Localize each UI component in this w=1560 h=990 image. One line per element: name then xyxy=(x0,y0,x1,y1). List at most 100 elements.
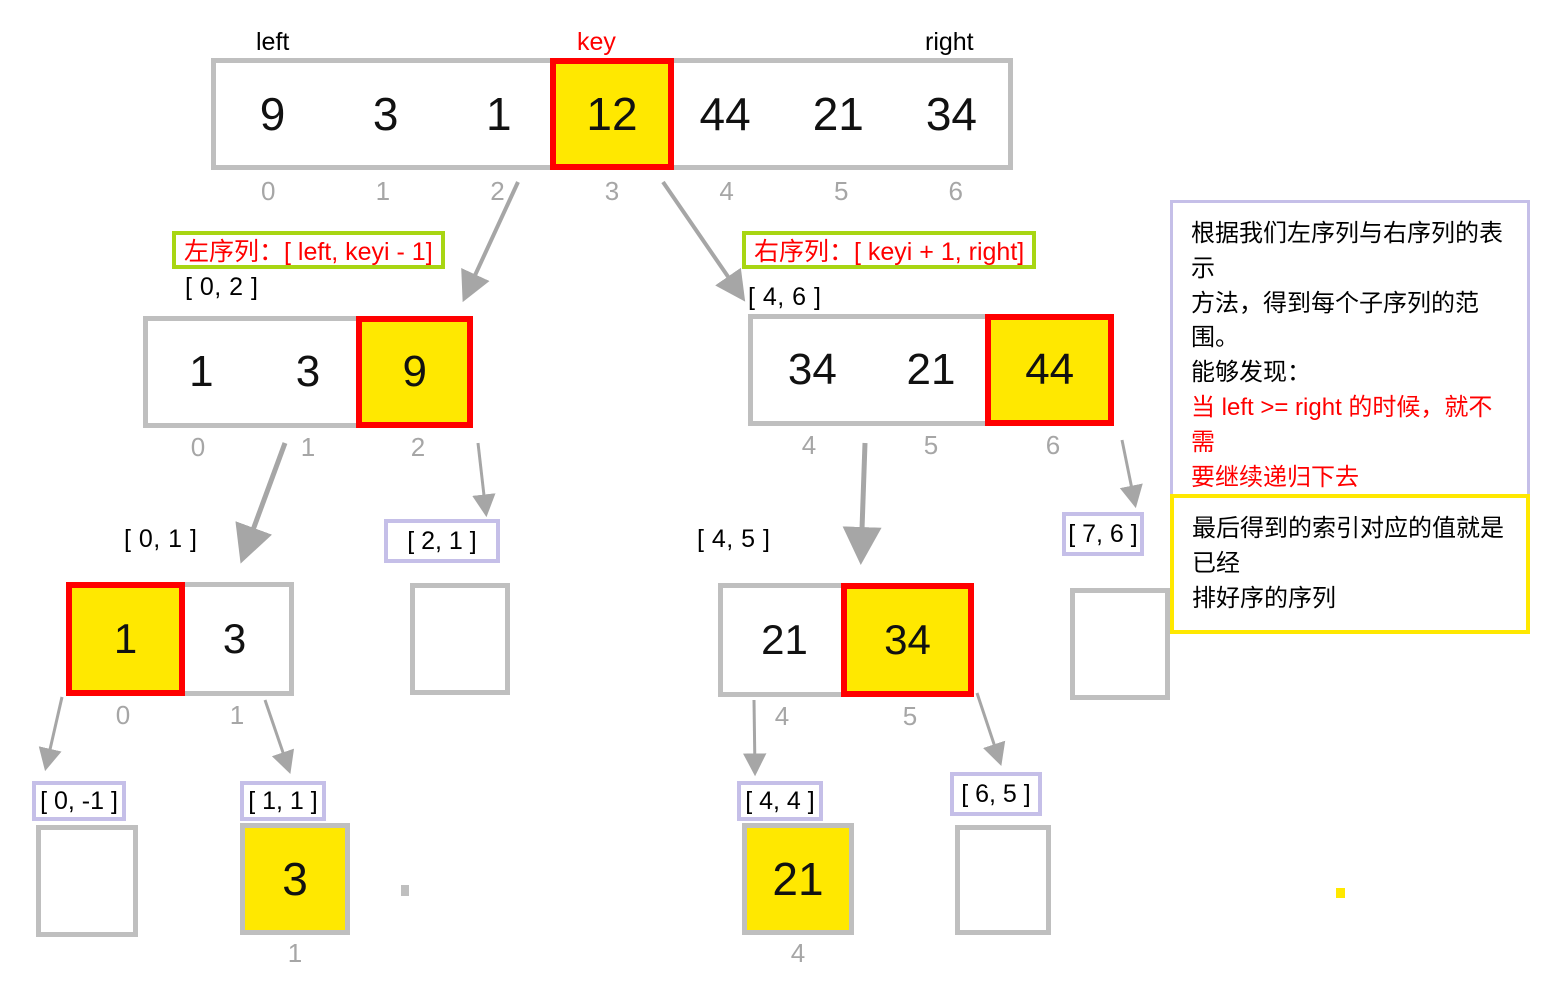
note-rule-line3: 能够发现： xyxy=(1191,359,1311,387)
range-box-level4-d: [ 6, 5 ] xyxy=(950,772,1042,816)
array-index-label: 1 xyxy=(300,432,316,462)
array-cell-value: 21 xyxy=(772,853,824,905)
note-rule-line2: 方法，得到每个子序列的范围。 xyxy=(1191,289,1479,352)
array-cell[interactable]: 1 xyxy=(148,321,255,423)
range-box-level4-c-text: [ 4, 4 ] xyxy=(745,786,815,815)
range-box-level3-left-empty: [ 2, 1 ] xyxy=(384,519,500,563)
arrow-l2l-to-l3l xyxy=(235,442,288,564)
note-rule-line1: 根据我们左序列与右序列的表示 xyxy=(1191,220,1503,282)
index-row-level4-c: 4 xyxy=(742,940,854,966)
array-cell[interactable]: 3 xyxy=(255,321,362,423)
array-cell-value: 21 xyxy=(812,88,864,140)
note-result: 最后得到的索引对应的值就是已经 排好序的序列 xyxy=(1170,494,1530,635)
array-index-label: 5 xyxy=(923,430,939,460)
array-cell[interactable]: 44 xyxy=(986,315,1114,425)
empty-array-level3-left[interactable] xyxy=(410,583,510,695)
stray-yellow-mark xyxy=(1336,888,1345,898)
array-cell[interactable]: 9 xyxy=(357,317,473,427)
array-cell-value: 34 xyxy=(925,88,977,140)
empty-array-level3-right[interactable] xyxy=(1070,588,1170,700)
array-level4-c[interactable]: 21 xyxy=(742,823,854,935)
arrow-l3l-to-l4a xyxy=(38,696,64,772)
array-cell-value: 34 xyxy=(787,345,837,394)
empty-array-level4-a[interactable] xyxy=(36,825,138,937)
arrow-l2r-to-l3r xyxy=(842,442,882,565)
array-index-label: 4 xyxy=(774,701,790,731)
right-sequence-formula-text: 右序列：[ keyi + 1, right] xyxy=(754,238,1025,266)
range-box-level4-b-text: [ 1, 1 ] xyxy=(248,786,318,815)
array-cell[interactable]: 34 xyxy=(895,63,1008,165)
range-level3-right: [ 4, 5 ] xyxy=(697,525,771,553)
array-cell[interactable]: 34 xyxy=(753,319,872,421)
array-cell[interactable]: 9 xyxy=(216,63,329,165)
array-cell[interactable]: 44 xyxy=(669,63,782,165)
array-cell[interactable]: 1 xyxy=(67,583,184,695)
array-index-label: 0 xyxy=(190,432,206,462)
array-index-label: 6 xyxy=(948,176,963,206)
array-index-label: 5 xyxy=(833,176,849,206)
array-cell-value: 3 xyxy=(372,88,399,140)
array-index-label: 0 xyxy=(261,176,276,206)
array-cell[interactable]: 21 xyxy=(723,588,846,692)
array-index-label: 4 xyxy=(719,176,734,206)
range-level3-left: [ 0, 1 ] xyxy=(124,525,198,553)
range-box-level4-c: [ 4, 4 ] xyxy=(737,781,823,821)
array-index-label: 4 xyxy=(801,430,817,460)
note-result-line1: 最后得到的索引对应的值就是已经 xyxy=(1192,515,1504,577)
note-rule-line4: 当 left >= right 的时候，就不需 xyxy=(1191,393,1493,456)
arrow-l2l-to-l3l-empty xyxy=(472,442,496,518)
range-box-level4-a-text: [ 0, -1 ] xyxy=(40,786,118,815)
left-sequence-formula: 左序列：[ left, keyi - 1] xyxy=(172,231,445,269)
array-cell[interactable]: 21 xyxy=(872,319,991,421)
array-cell-value: 9 xyxy=(402,347,427,396)
label-right: right xyxy=(925,28,974,56)
arrow-l2r-to-l3r-empty xyxy=(1119,439,1143,509)
array-level2-right[interactable]: 34 21 44 xyxy=(748,314,1114,426)
array-cell-value: 1 xyxy=(189,347,214,396)
label-key: key xyxy=(577,28,616,56)
array-index-label: 3 xyxy=(604,176,620,206)
array-cell-value: 3 xyxy=(295,347,321,396)
array-index-label: 2 xyxy=(410,432,426,462)
array-cell[interactable]: 3 xyxy=(329,63,442,165)
array-cell[interactable]: 34 xyxy=(842,584,973,696)
index-row-level2-left: 0 1 2 xyxy=(143,434,473,460)
array-cell[interactable]: 21 xyxy=(782,63,895,165)
array-index-label: 1 xyxy=(287,938,303,968)
array-index-label: 6 xyxy=(1045,430,1061,460)
array-level2-left[interactable]: 1 3 9 xyxy=(143,316,473,428)
array-level4-b[interactable]: 3 xyxy=(240,823,350,935)
array-cell-value: 44 xyxy=(699,88,751,140)
array-index-label: 1 xyxy=(229,700,245,730)
array-cell[interactable]: 3 xyxy=(245,828,345,930)
array-index-label: 1 xyxy=(375,176,391,206)
array-cell-value: 12 xyxy=(586,88,638,140)
label-left: left xyxy=(256,28,290,56)
array-cell-value: 9 xyxy=(259,88,286,140)
array-index-label: 2 xyxy=(490,176,505,206)
array-cell[interactable]: 3 xyxy=(180,587,289,691)
array-cell-value: 1 xyxy=(486,88,512,140)
stray-gray-mark xyxy=(401,885,409,896)
range-box-level3-right-empty-text: [ 7, 6 ] xyxy=(1068,519,1138,548)
note-rule: 根据我们左序列与右序列的表示 方法，得到每个子序列的范围。 能够发现： 当 le… xyxy=(1170,200,1530,513)
index-row-level4-b: 1 xyxy=(240,940,350,966)
array-cell-value: 34 xyxy=(884,616,931,663)
array-cell[interactable]: 21 xyxy=(747,828,849,930)
empty-array-level4-d[interactable] xyxy=(955,825,1051,935)
array-level3-right[interactable]: 21 34 xyxy=(718,583,974,697)
note-rule-line5: 要继续递归下去 xyxy=(1191,463,1359,491)
right-sequence-formula: 右序列：[ keyi + 1, right] xyxy=(742,231,1037,269)
array-level1[interactable]: 9 3 1 12 44 21 34 xyxy=(211,58,1013,170)
array-cell-value: 3 xyxy=(282,853,308,905)
index-row-level1: 0 1 2 3 4 5 6 xyxy=(211,178,1013,204)
range-box-level3-right-empty: [ 7, 6 ] xyxy=(1062,512,1144,556)
range-box-level4-a: [ 0, -1 ] xyxy=(32,781,126,821)
array-cell[interactable]: 12 xyxy=(551,59,673,169)
array-cell[interactable]: 1 xyxy=(442,63,555,165)
array-cell-value: 44 xyxy=(1025,345,1075,394)
